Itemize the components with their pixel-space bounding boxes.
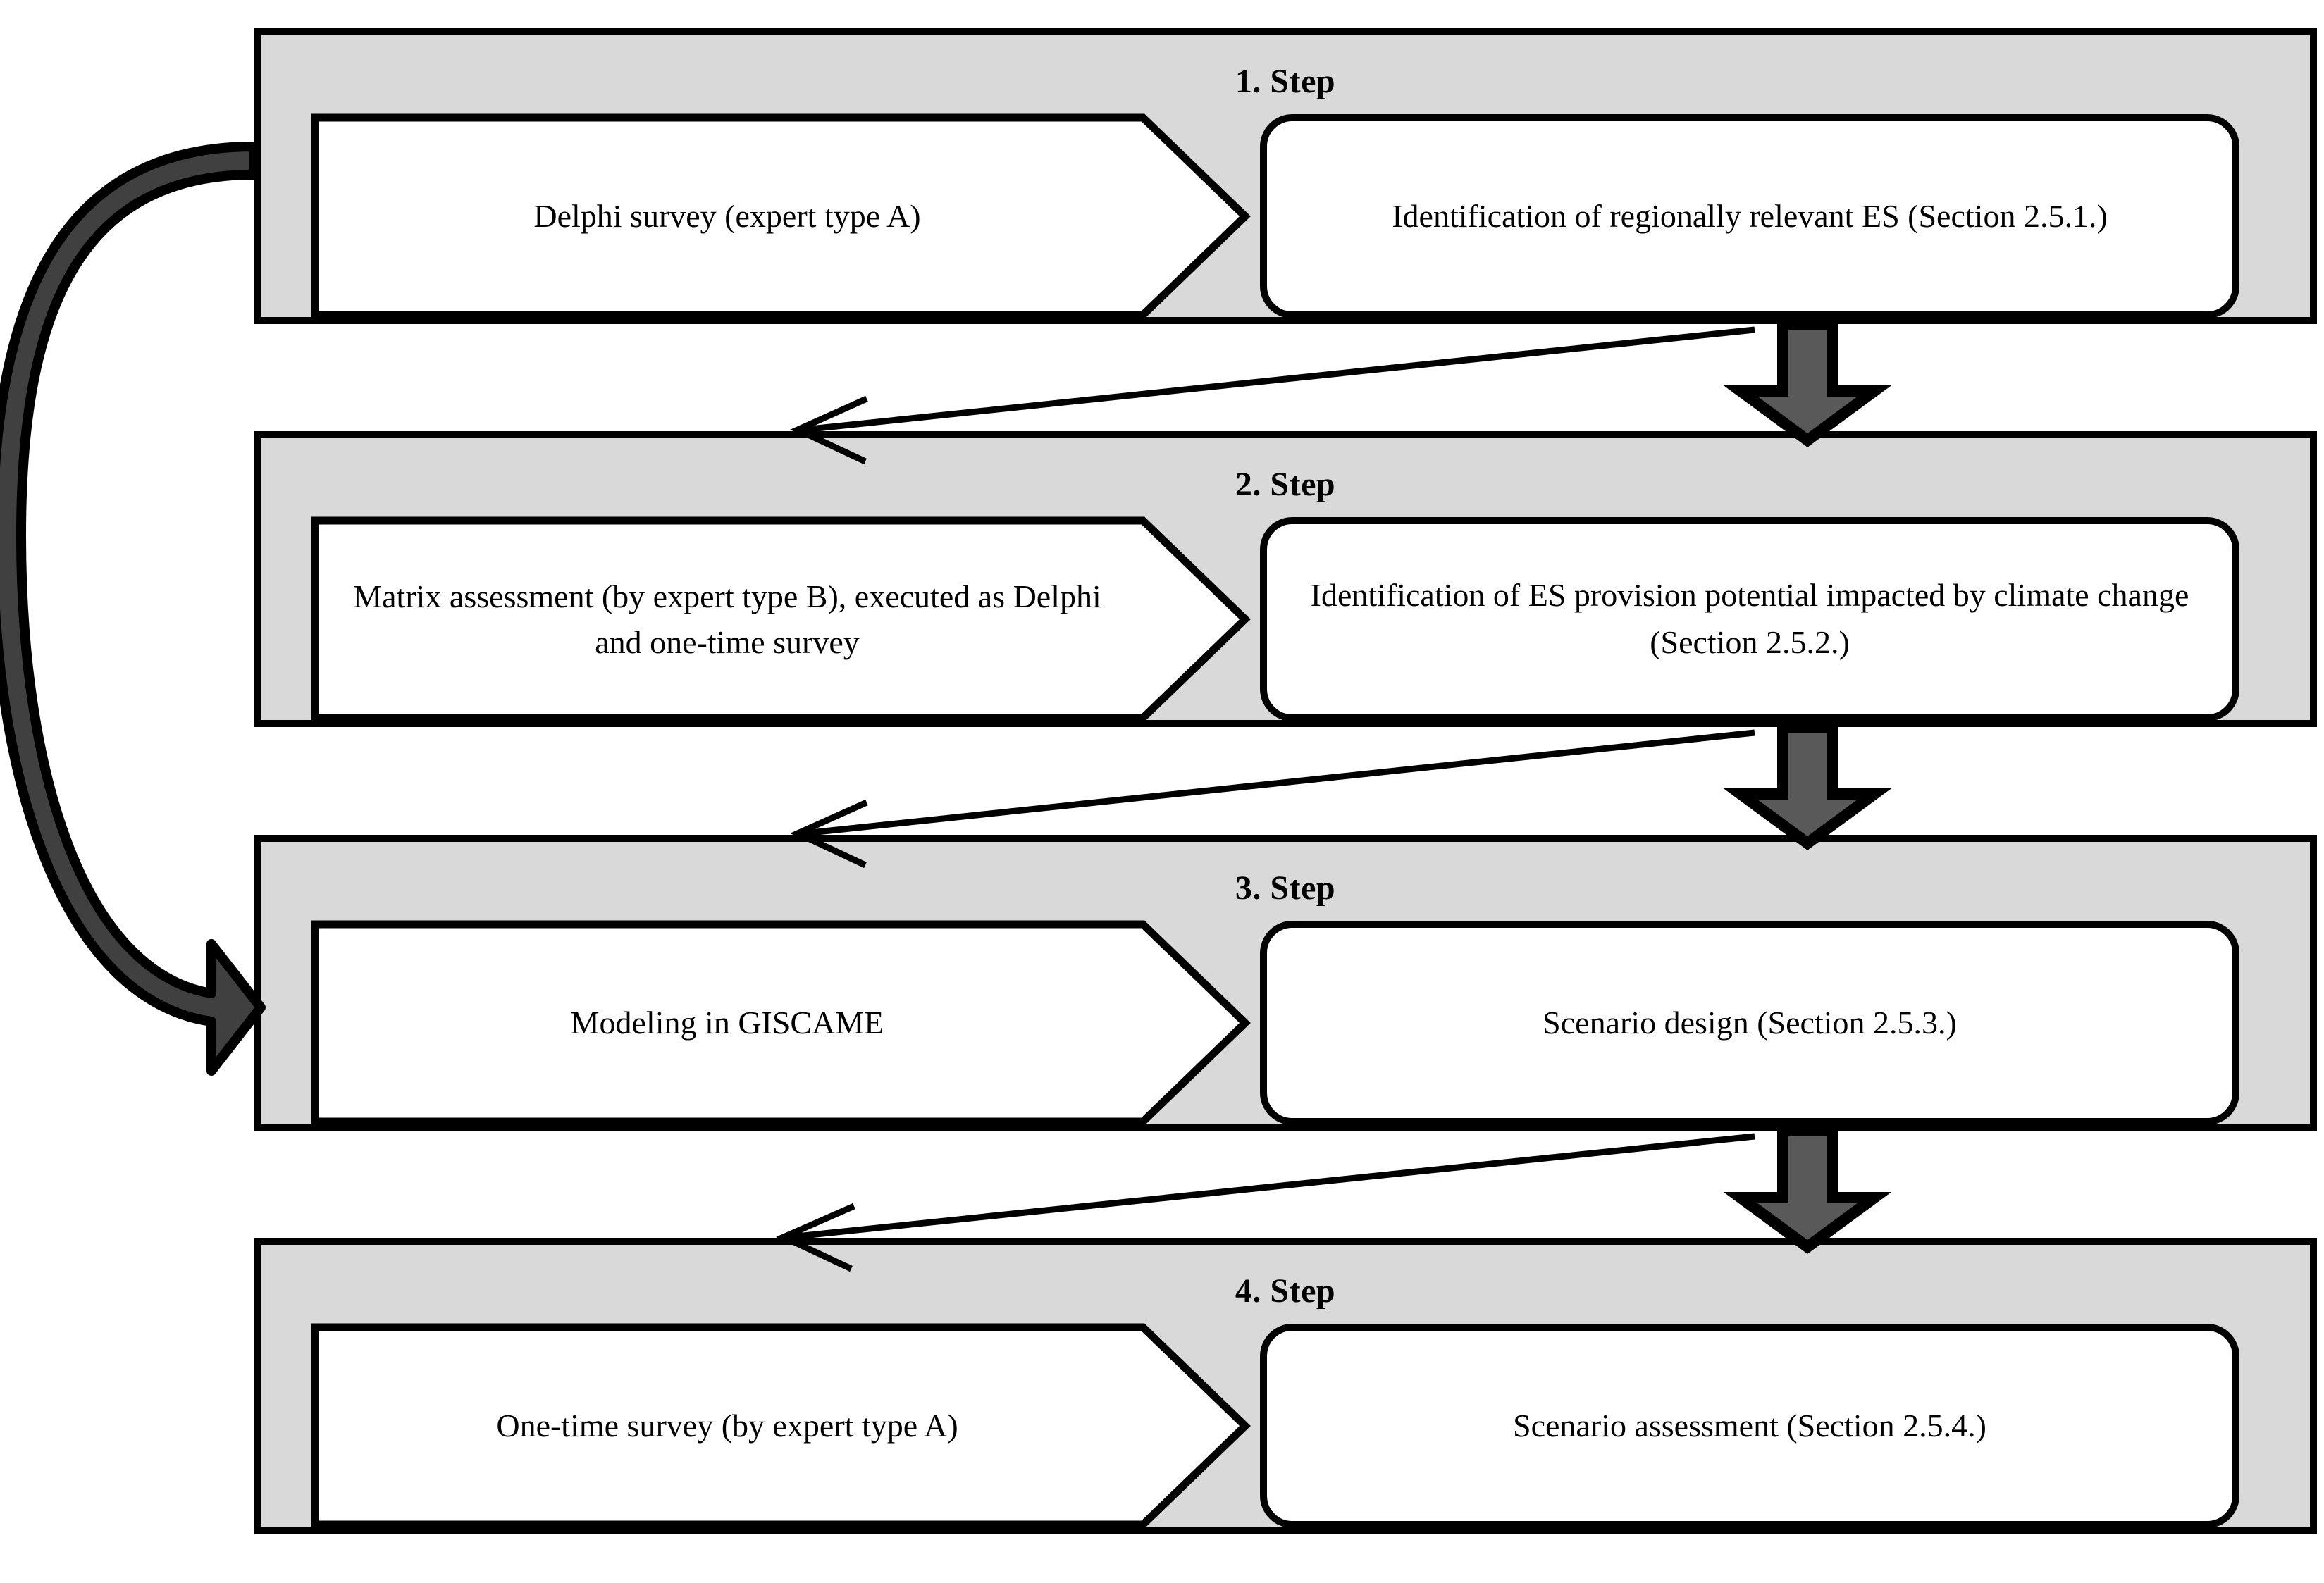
step-label-3: 3. Step	[1235, 869, 1336, 907]
down-arrow-step1-to-step2	[1723, 318, 1892, 447]
step-band-4: 4. Step One-time survey (by expert type …	[254, 1238, 2317, 1534]
step-outcome-box-3[interactable]: Scenario design (Section 2.5.3.)	[1260, 921, 2239, 1125]
step-method-chevron-4[interactable]: One-time survey (by expert type A)	[311, 1323, 1251, 1529]
down-arrow-step3-to-step4	[1723, 1125, 1892, 1254]
step-outcome-box-1[interactable]: Identification of regionally relevant ES…	[1260, 114, 2239, 318]
step-outcome-label-1: Identification of regionally relevant ES…	[1392, 197, 2108, 234]
step-label-4: 4. Step	[1235, 1272, 1336, 1310]
step-band-3: 3. Step Modeling in GISCAME Scenario des…	[254, 835, 2317, 1131]
step-outcome-box-2[interactable]: Identification of ES provision potential…	[1260, 517, 2239, 721]
step-method-chevron-1[interactable]: Delphi survey (expert type A)	[311, 113, 1251, 319]
chevron-shape-icon	[311, 516, 1251, 722]
step-outcome-label-2: Identification of ES provision potential…	[1310, 577, 2189, 660]
step-outcome-label-3: Scenario design (Section 2.5.3.)	[1543, 1004, 1957, 1041]
step-label-1: 1. Step	[1235, 63, 1336, 100]
step-band-1: 1. Step Delphi survey (expert type A) Id…	[254, 28, 2317, 324]
step-outcome-label-4: Scenario assessment (Section 2.5.4.)	[1513, 1407, 1986, 1444]
down-arrow-step2-to-step3	[1723, 721, 1892, 850]
step-method-chevron-3[interactable]: Modeling in GISCAME	[311, 920, 1251, 1126]
step-outcome-box-4[interactable]: Scenario assessment (Section 2.5.4.)	[1260, 1324, 2239, 1528]
chevron-shape-icon	[311, 113, 1251, 319]
loop-arrow-step1-to-step3	[0, 142, 266, 1076]
step-label-2: 2. Step	[1235, 466, 1336, 503]
chevron-shape-icon	[311, 1323, 1251, 1529]
chevron-shape-icon	[311, 920, 1251, 1126]
step-method-chevron-2[interactable]: Matrix assessment (by expert type B), ex…	[311, 516, 1251, 722]
step-band-2: 2. Step Matrix assessment (by expert typ…	[254, 431, 2317, 727]
